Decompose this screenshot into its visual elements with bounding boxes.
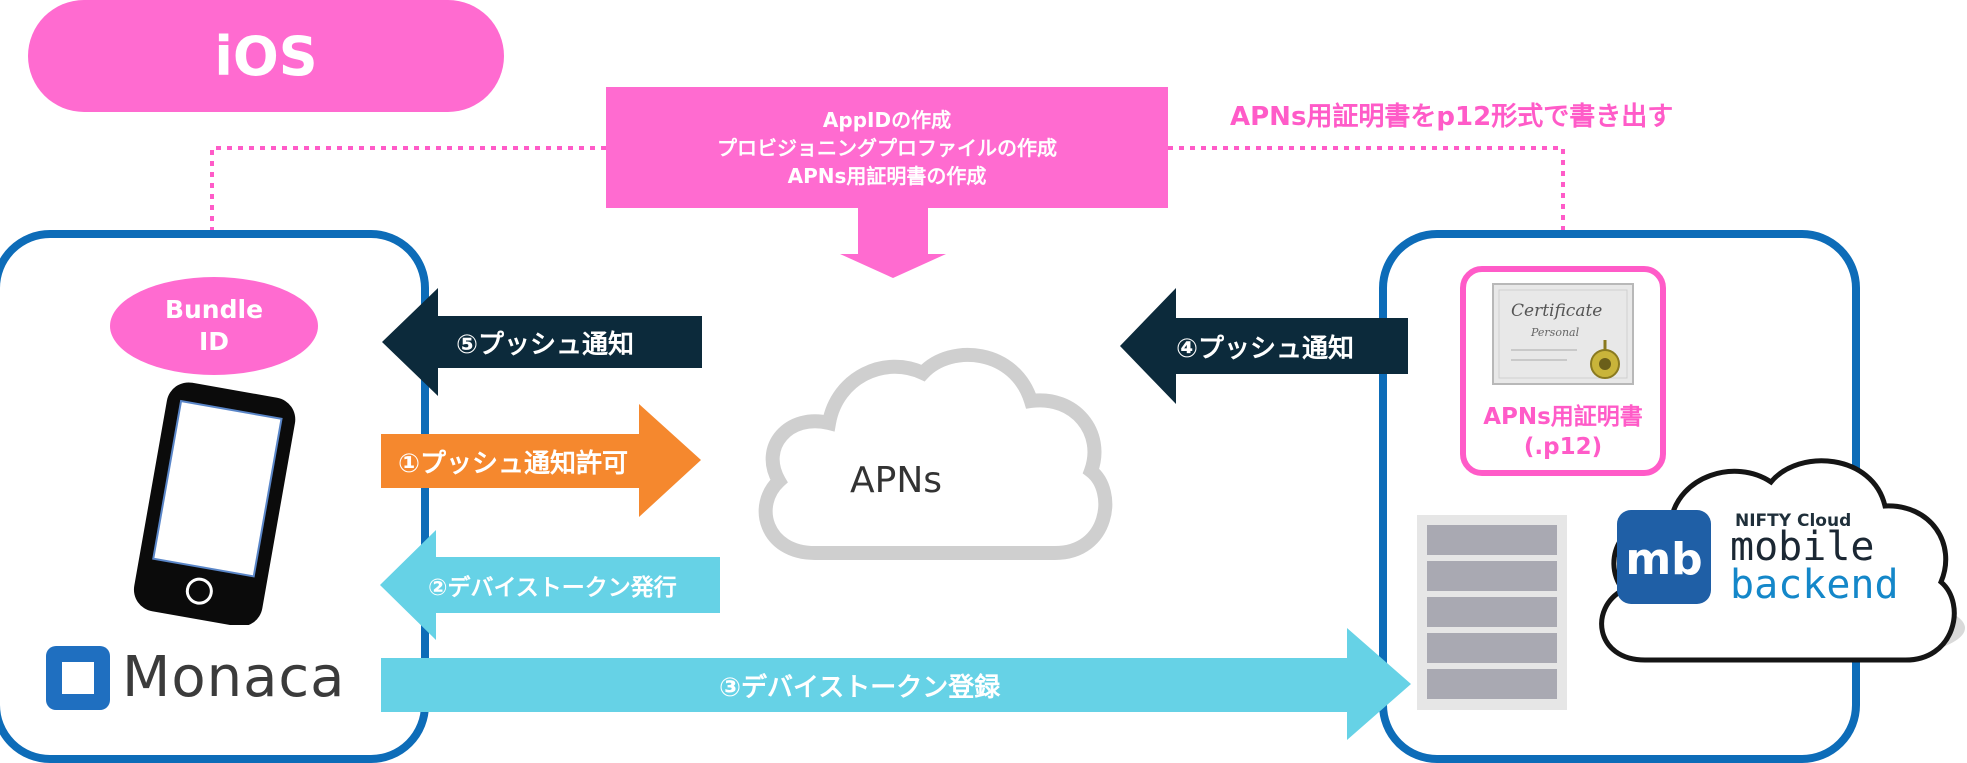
mbaas-backend-label: backend bbox=[1730, 562, 1899, 608]
step1-label: ①プッシュ通知許可 bbox=[398, 448, 629, 479]
step5-arrow bbox=[382, 288, 702, 396]
step3-arrow bbox=[381, 628, 1411, 740]
step2-label: ②デバイストークン発行 bbox=[428, 575, 677, 601]
cert-image-sub: Personal bbox=[1530, 326, 1580, 339]
smartphone-icon bbox=[133, 382, 296, 625]
setup-steps-box: AppIDの作成 プロビジョニングプロファイルの作成 APNs用証明書の作成 bbox=[606, 87, 1168, 208]
setup-down-arrow bbox=[840, 208, 946, 278]
step1-arrow bbox=[381, 404, 701, 517]
certificate-icon: Certificate Personal bbox=[1492, 283, 1634, 385]
bundle-id-line1: Bundle bbox=[164, 295, 264, 324]
mbaas-mark: mb bbox=[1625, 534, 1702, 585]
apns-cloud-icon bbox=[758, 347, 1113, 560]
cert-image-title: Certificate bbox=[1511, 301, 1602, 321]
monaca-logo-text: Monaca bbox=[122, 645, 346, 710]
step3-label: ③デバイストークン登録 bbox=[719, 672, 1001, 703]
apns-label: APNs bbox=[850, 460, 943, 501]
ios-title: iOS bbox=[214, 24, 318, 88]
bundle-id-line2: ID bbox=[198, 327, 230, 356]
export-p12-label: APNs用証明書をp12形式で書き出す bbox=[1230, 102, 1674, 132]
certificate-label-line1: APNs用証明書 bbox=[1483, 404, 1643, 430]
bundle-id-bubble: Bundle ID bbox=[110, 277, 318, 375]
certificate-label-line2: (.p12) bbox=[1523, 434, 1603, 460]
mbaas-logo-icon: mb bbox=[1617, 510, 1711, 604]
step4-arrow bbox=[1120, 288, 1408, 404]
step4-label: ④プッシュ通知 bbox=[1176, 333, 1355, 364]
monaca-logo-icon bbox=[46, 646, 110, 710]
step5-label: ⑤プッシュ通知 bbox=[456, 329, 635, 360]
certificate-label: APNs用証明書 (.p12) bbox=[1460, 402, 1666, 462]
server-stack-icon bbox=[1417, 515, 1567, 710]
setup-line-appid: AppIDの作成 bbox=[822, 107, 952, 132]
ios-title-pill: iOS bbox=[28, 0, 504, 112]
setup-line-provisioning: プロビジョニングプロファイルの作成 bbox=[717, 135, 1057, 160]
mbaas-mobile-label: mobile bbox=[1730, 524, 1875, 570]
setup-line-certificate: APNs用証明書の作成 bbox=[787, 163, 987, 188]
step2-arrow bbox=[380, 530, 720, 640]
nifty-cloud-label: NIFTY Cloud bbox=[1735, 511, 1852, 531]
